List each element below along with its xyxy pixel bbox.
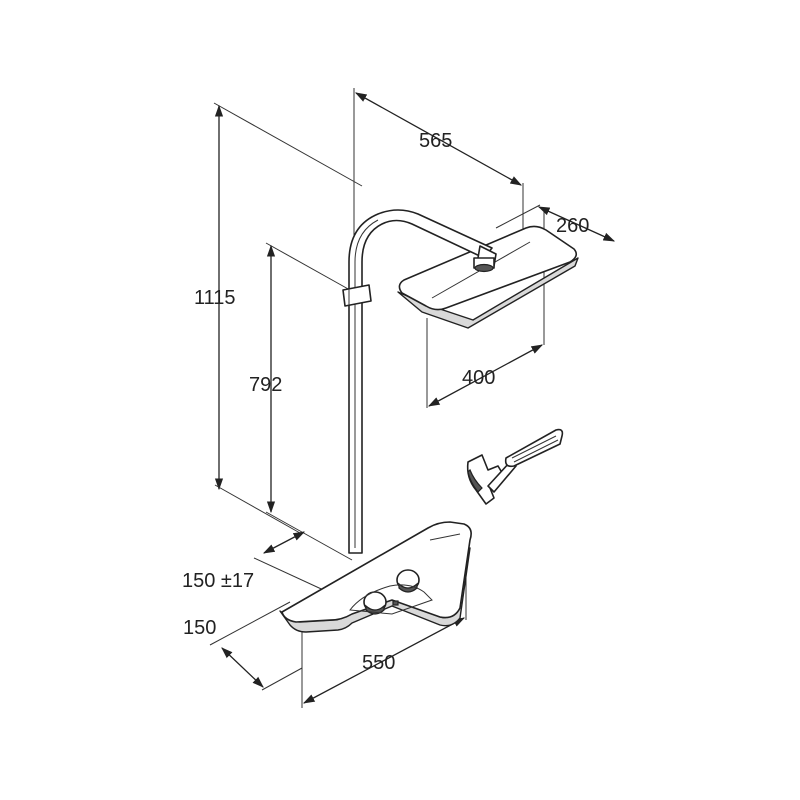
- dim-line-150-17: [262, 531, 306, 554]
- ext-line-260-a: [495, 204, 541, 229]
- dim-label-150-17: 150 ±17: [182, 570, 254, 592]
- dim-label-150: 150: [183, 617, 216, 639]
- ext-line-150-top: [209, 601, 291, 646]
- dim-line-150: [221, 647, 264, 688]
- ext-line-792-top: [265, 242, 351, 291]
- dim-label-260: 260: [556, 215, 589, 237]
- dim-line-400: [427, 344, 544, 407]
- ext-line-150-bottom: [261, 667, 303, 691]
- knob-right: [396, 569, 420, 593]
- dim-label-550: 550: [362, 652, 395, 674]
- dim-label-400: 400: [462, 367, 495, 389]
- dim-label-792: 792: [249, 374, 282, 396]
- dim-line-260: [537, 206, 616, 242]
- riser-pipe: [342, 209, 497, 554]
- ext-line-792-bottom: [265, 511, 353, 561]
- dim-line-565: [354, 92, 523, 186]
- dim-label-565: 565: [419, 130, 452, 152]
- indicator-button: [392, 600, 399, 606]
- overhead-shower-head: [397, 225, 579, 329]
- dim-line-550: [302, 617, 466, 704]
- ext-line-150-17: [253, 557, 331, 594]
- ext-line-1115-bottom: [214, 484, 301, 534]
- dimension-lines: [209, 88, 616, 708]
- thermostat-shelf: [279, 521, 472, 633]
- dim-label-1115: 1115: [194, 287, 236, 309]
- ext-line-1115-top: [213, 102, 363, 187]
- dimension-labels: 565 260 400 1115 792 150 ±17 150 550: [182, 130, 589, 674]
- hand-shower: [466, 428, 564, 505]
